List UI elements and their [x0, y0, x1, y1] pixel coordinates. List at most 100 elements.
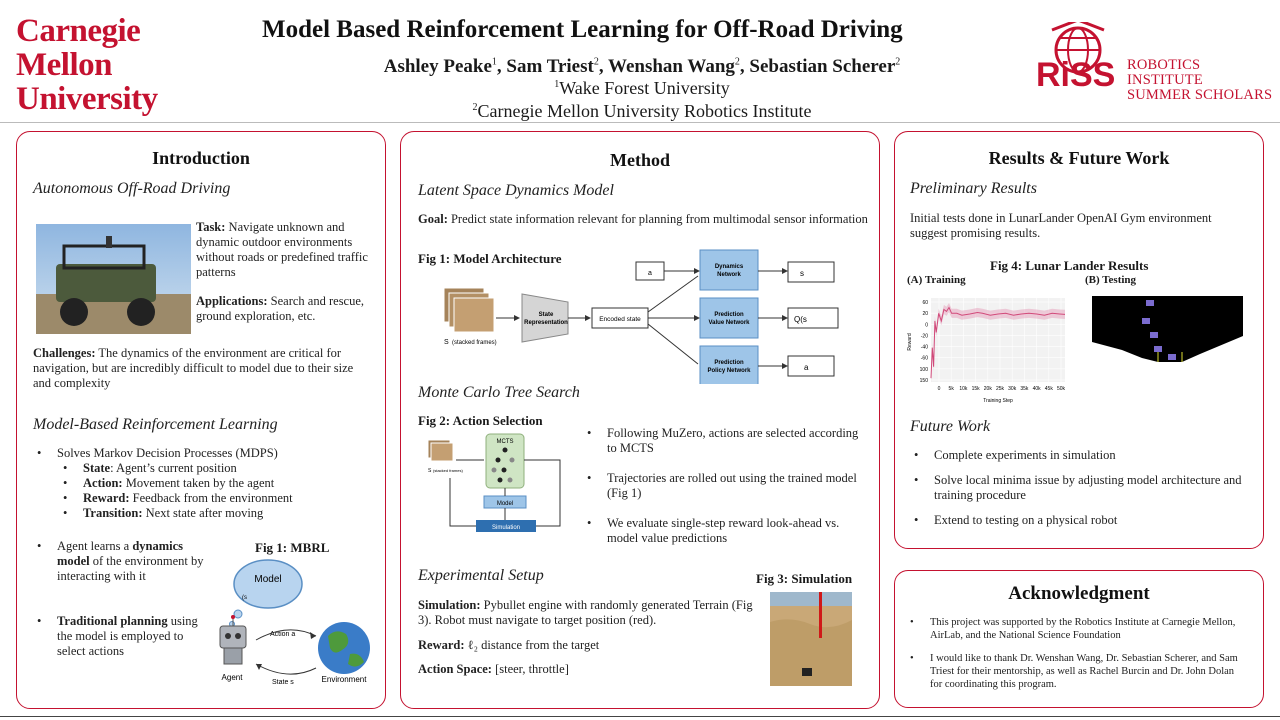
riss-logo-text: ROBOTICS INSTITUTE SUMMER SCHOLARS: [1127, 58, 1280, 103]
globe-icon: [1051, 22, 1105, 74]
author-name: Sebastian Scherer: [749, 56, 896, 77]
y-tick-label: 20: [922, 311, 928, 317]
y-tick-label: 150: [920, 378, 929, 384]
author-sup: 2: [593, 56, 599, 68]
applications-body: Search and rescue, ground exploration, e…: [196, 294, 365, 323]
author-list: Ashley Peake1, Sam Triest2, Wenshan Wang…: [383, 56, 901, 77]
action-space-text: Action Space: [steer, throttle]: [418, 662, 569, 676]
svg-text:Network: Network: [717, 272, 741, 278]
y-tick-label: 100: [920, 367, 929, 373]
author-sup: 1: [491, 56, 497, 68]
list-item: Trajectories are rolled out using the tr…: [583, 471, 868, 501]
stacked-frames-image: [427, 439, 454, 462]
goal-body: Predict state information relevant for p…: [450, 212, 868, 226]
future-subheading: Future Work: [910, 418, 991, 435]
action-selection-diagram: S (stacked frames) MCTS Model Simulation: [427, 433, 561, 532]
x-tick-label: 0: [938, 386, 941, 392]
svg-text:a: a: [804, 363, 809, 372]
results-heading: Results & Future Work: [988, 148, 1170, 168]
y-axis-label: Reward: [907, 333, 913, 350]
challenges-label: Challenges:: [33, 346, 96, 360]
fig-label: Fig 1: Model Architecture: [418, 251, 562, 266]
state-label: State s: [272, 679, 294, 686]
x-tick-label: 20k: [984, 386, 993, 392]
mbrl-list: Agent learns a dynamics model of the env…: [33, 539, 213, 584]
svg-text:s: s: [800, 269, 804, 278]
tree-icon: [491, 447, 515, 483]
affiliation-name: Wake Forest University: [559, 78, 730, 98]
footer-divider: [0, 716, 1280, 717]
environment-label: Environment: [322, 675, 368, 684]
lunar-lander-test-image: [1092, 296, 1243, 380]
list-item: Transition: Next state after moving: [33, 506, 373, 521]
task-label: Task:: [196, 220, 226, 234]
cmu-logo: Carnegie Mellon University: [16, 14, 158, 116]
state-representation-block: [521, 293, 569, 343]
author-name: Sam Triest: [506, 56, 594, 77]
svg-text:Policy Network: Policy Network: [707, 368, 751, 374]
svg-text:Prediction: Prediction: [714, 360, 744, 366]
results-subheading: Preliminary Results: [910, 180, 1037, 197]
acknowledgment-list: This project was supported by the Roboti…: [906, 616, 1246, 691]
task-text: Task: Navigate unknown and dynamic outdo…: [196, 220, 371, 280]
svg-text:Model: Model: [497, 501, 513, 507]
y-tick-label: 60: [922, 300, 928, 306]
affiliation-sup: 1: [554, 79, 560, 90]
header-divider: [0, 122, 1280, 123]
svg-text:Representation: Representation: [524, 320, 568, 326]
svg-text:Value Network: Value Network: [708, 320, 750, 326]
challenges-body: The dynamics of the environment are crit…: [33, 346, 354, 390]
affiliation-sup: 2: [472, 102, 478, 113]
riss-line: SUMMER SCHOLARS: [1127, 87, 1273, 103]
cloud-tuple: (s: [242, 595, 247, 601]
y-tick-label: -40: [921, 345, 928, 351]
thought-cloud-icon: [229, 559, 303, 627]
riss-logo: RiSS: [1036, 22, 1115, 94]
method-subheading: Latent Space Dynamics Model: [418, 182, 614, 199]
svg-text:State: State: [539, 312, 554, 318]
introduction-heading: Introduction: [152, 148, 250, 168]
list-item: Extend to testing on a physical robot: [910, 513, 1250, 528]
list-item: This project was supported by the Roboti…: [906, 616, 1246, 642]
list-item: State: Agent’s current position: [33, 461, 373, 476]
value-network-block: [699, 297, 759, 339]
x-tick-label: 25k: [996, 386, 1005, 392]
svg-text:a: a: [648, 270, 652, 277]
reward-text: Reward: ℓ₂ distance from the target: [418, 638, 600, 652]
svg-text:S: S: [428, 468, 432, 474]
simulation-block: [476, 520, 536, 532]
x-tick-label: 30k: [1008, 386, 1017, 392]
list-item: Reward: Feedback from the environment: [33, 491, 373, 506]
riss-mark: RiSS: [1036, 56, 1115, 94]
mbrl-subheading: Model-Based Reinforcement Learning: [33, 416, 278, 433]
x-tick-label: 40k: [1033, 386, 1042, 392]
output-state-block: [787, 261, 835, 283]
earth-icon: [318, 622, 370, 674]
state-arrow: [255, 663, 317, 675]
cmu-logo-line: University: [16, 81, 158, 117]
simulation-image: [770, 592, 852, 686]
list-item: I would like to thank Dr. Wenshan Wang, …: [906, 652, 1246, 691]
dynamics-network-block: [699, 249, 759, 291]
preliminary-text: Initial tests done in LunarLander OpenAI…: [910, 211, 1212, 240]
input-label: S: [444, 339, 449, 346]
applications-label: Applications:: [196, 294, 268, 308]
author-name: Wenshan Wang: [608, 56, 735, 77]
action-label: Action a: [270, 631, 295, 638]
mbrl-diagram: Model (s Agent Environment Action a Stat…: [219, 559, 370, 686]
robot-icon: [219, 615, 247, 665]
list-item: Complete experiments in simulation: [910, 448, 1250, 463]
vehicle-photo: [36, 224, 191, 334]
x-tick-label: 10k: [959, 386, 968, 392]
affiliation-name: Carnegie Mellon University Robotics Inst…: [477, 101, 812, 121]
panel-b-label: (B) Testing: [1085, 274, 1137, 286]
goal-text: Goal: Predict state information relevant…: [418, 212, 868, 227]
intro-subheading: Autonomous Off-Road Driving: [33, 180, 231, 197]
x-tick-label: 5k: [949, 386, 955, 392]
svg-text:Prediction: Prediction: [714, 312, 744, 318]
x-tick-label: 15k: [972, 386, 981, 392]
method-heading: Method: [610, 150, 670, 170]
fig-label: Fig 4: Lunar Lander Results: [990, 258, 1149, 273]
list-item: Solve local minima issue by adjusting mo…: [910, 473, 1250, 503]
y-tick-label: 0: [925, 322, 928, 328]
